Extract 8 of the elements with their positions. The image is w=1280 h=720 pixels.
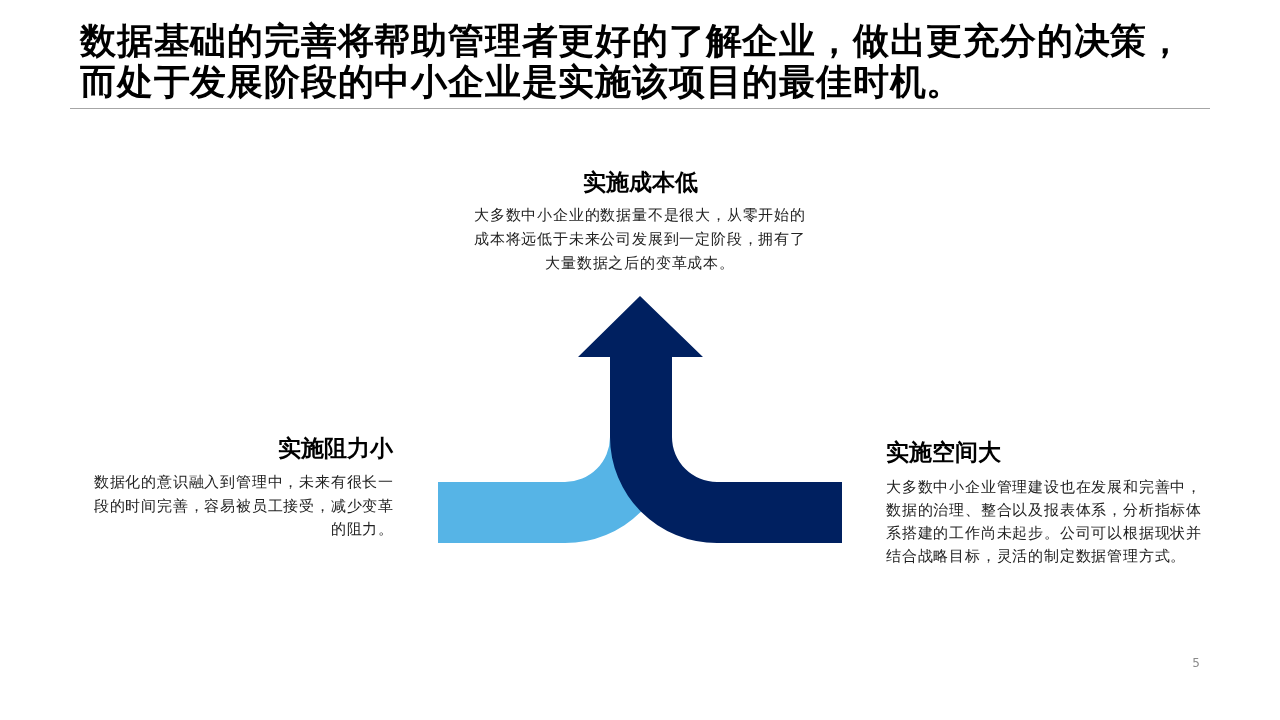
- page-number: 5: [1191, 655, 1201, 671]
- slide-title: 数据基础的完善将帮助管理者更好的了解企业，做出更充分的决策，而处于发展阶段的中小企业是实施该项目的最佳时机。: [80, 20, 1185, 102]
- section-description: 大多数中小企业的数据量不是很大，从零开始的成本将远低于未来公司发展到一定阶段，拥有了大量数据之后的变革成本。: [473, 205, 807, 274]
- section-heading: 实施成本低: [581, 168, 699, 196]
- section-heading: 实施空间大: [886, 438, 1002, 466]
- section-description: 大多数中小企业管理建设也在发展和完善中，数据的治理、整合以及报表体系，分析指标体系搭建的工作尚未起步。公司可以根据现状并结合战略目标，灵活的制定数据管理方式。: [886, 477, 1203, 567]
- section-heading: 实施阻力小: [277, 434, 393, 462]
- section-description: 数据化的意识融入到管理中，未来有很长一段的时间完善，容易被员工接受，减少变革的阻力。: [92, 472, 394, 540]
